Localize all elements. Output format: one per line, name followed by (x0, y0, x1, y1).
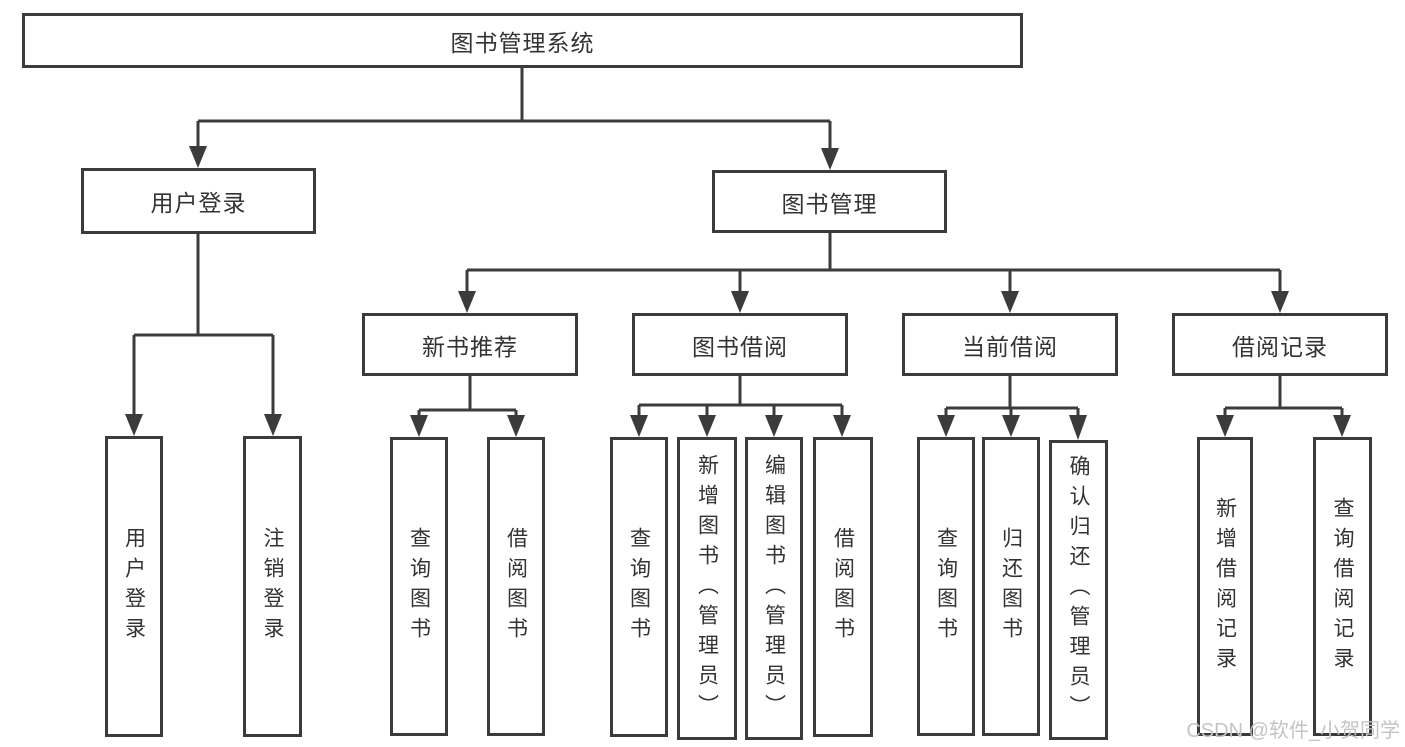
leaf-confirm-return-admin: 确认归还（管理员） (1049, 440, 1108, 740)
leaf-logout: 注销登录 (243, 436, 302, 737)
connector-book-management-children (458, 233, 1289, 313)
leaf-borrow-books-newbooks: 借阅图书 (487, 437, 545, 736)
arrow-to-borrowing-records (1271, 291, 1289, 313)
leaf-borrow-books-borrowing: 借阅图书 (813, 437, 873, 737)
leaf-add-books-admin: 新增图书（管理员） (677, 437, 737, 740)
arrow-to-leaf-logout (264, 414, 282, 436)
connector-borrowing-children (630, 376, 851, 437)
leaf-query-books-newbooks-label: 查询图书 (407, 526, 431, 647)
node-borrowing-records: 借阅记录 (1172, 313, 1388, 376)
node-book-management-label: 图书管理 (781, 190, 878, 217)
leaf-borrow-books-newbooks-label: 借阅图书 (504, 526, 528, 647)
node-new-book-recommend-label: 新书推荐 (422, 333, 518, 360)
arrow-to-book-management (821, 148, 839, 170)
node-current-borrowing-label: 当前借阅 (962, 333, 1058, 360)
node-current-borrowing: 当前借阅 (902, 313, 1118, 376)
leaf-logout-label: 注销登录 (261, 526, 284, 647)
leaf-query-books-current-label: 查询图书 (934, 526, 958, 647)
node-root-label: 图书管理系统 (450, 29, 595, 56)
node-borrowing-records-label: 借阅记录 (1232, 333, 1328, 360)
node-user-login-label: 用户登录 (150, 190, 247, 216)
leaf-user-login: 用户登录 (105, 436, 163, 737)
leaf-confirm-return-admin-label: 确认归还（管理员） (1067, 455, 1090, 725)
csdn-watermark: CSDN @软件_小贺同学 (1186, 720, 1400, 742)
leaf-query-borrow-record-label: 查询借阅记录 (1331, 496, 1354, 677)
connector-user-login-children (125, 234, 282, 436)
node-user-login: 用户登录 (81, 168, 316, 234)
leaf-add-books-admin-label: 新增图书（管理员） (695, 453, 719, 724)
connector-root-to-level2 (189, 68, 839, 170)
node-book-management: 图书管理 (712, 170, 947, 233)
leaf-query-books-borrowing: 查询图书 (610, 437, 668, 737)
connector-records-children (1216, 376, 1351, 437)
node-root: 图书管理系统 (22, 13, 1023, 68)
arrow-to-leaf-user-login (125, 414, 143, 436)
arrow-to-new-book-recommend (458, 291, 476, 313)
leaf-return-books: 归还图书 (982, 437, 1040, 736)
arrow-to-book-borrowing (731, 291, 749, 313)
leaf-add-borrow-record: 新增借阅记录 (1197, 437, 1253, 736)
leaf-edit-books-admin: 编辑图书（管理员） (745, 437, 803, 740)
leaf-user-login-label: 用户登录 (122, 526, 146, 647)
leaf-query-books-current: 查询图书 (917, 437, 975, 736)
node-book-borrowing: 图书借阅 (632, 313, 848, 376)
leaf-query-borrow-record: 查询借阅记录 (1313, 437, 1372, 736)
leaf-add-borrow-record-label: 新增借阅记录 (1213, 496, 1237, 677)
connector-current-children (937, 376, 1087, 440)
leaf-edit-books-admin-label: 编辑图书（管理员） (762, 453, 786, 724)
leaf-borrow-books-borrowing-label: 借阅图书 (831, 527, 855, 647)
arrow-to-current-borrowing (1001, 291, 1019, 313)
leaf-query-books-newbooks: 查询图书 (390, 437, 448, 736)
arrow-to-user-login (189, 146, 207, 168)
connector-new-book-children (410, 376, 525, 437)
leaf-query-books-borrowing-label: 查询图书 (627, 527, 651, 647)
leaf-return-books-label: 归还图书 (999, 526, 1023, 647)
node-new-book-recommend: 新书推荐 (362, 313, 578, 376)
node-book-borrowing-label: 图书借阅 (692, 333, 788, 360)
